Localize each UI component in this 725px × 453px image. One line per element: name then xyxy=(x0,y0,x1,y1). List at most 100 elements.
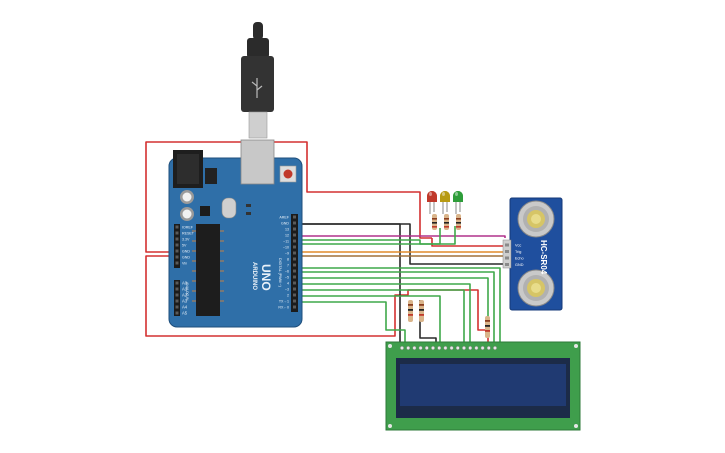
lcd-resistors xyxy=(408,300,490,338)
digital-pin[interactable] xyxy=(293,251,296,255)
lcd-wire-3[interactable] xyxy=(300,277,489,330)
digital-pin[interactable] xyxy=(293,239,296,243)
power-pin[interactable] xyxy=(175,255,179,259)
digital-pin[interactable] xyxy=(293,299,296,303)
led-wire-magenta[interactable] xyxy=(300,235,506,238)
digital-header[interactable] xyxy=(291,214,298,312)
digital-pin-label: ~5 xyxy=(285,275,289,279)
sensor-transducer-top xyxy=(517,200,555,238)
reset-button[interactable] xyxy=(279,165,297,183)
lcd-pin[interactable] xyxy=(418,346,423,350)
digital-pin[interactable] xyxy=(293,275,296,279)
sensor-pin[interactable] xyxy=(505,243,509,247)
lcd-pin[interactable] xyxy=(474,346,479,350)
digital-pin-label: ~10 xyxy=(283,245,289,249)
analog-pin[interactable] xyxy=(175,281,179,285)
analog-header[interactable] xyxy=(174,280,180,316)
digital-pin-label: 13 xyxy=(285,227,289,231)
digital-pin[interactable] xyxy=(293,263,296,267)
led[interactable] xyxy=(440,191,450,214)
power-pin[interactable] xyxy=(175,261,179,265)
sensor-header[interactable] xyxy=(502,239,512,269)
led[interactable] xyxy=(453,191,463,214)
power-pin[interactable] xyxy=(175,249,179,253)
lcd-pin[interactable] xyxy=(455,346,460,350)
power-pin[interactable] xyxy=(175,237,179,241)
led[interactable] xyxy=(427,191,437,214)
lcd-pin[interactable] xyxy=(424,346,429,350)
lcd-pin[interactable] xyxy=(412,346,417,350)
lcd-resistor-3[interactable] xyxy=(485,316,490,338)
lcd-pin[interactable] xyxy=(449,346,454,350)
digital-pin[interactable] xyxy=(293,227,296,231)
power-pin[interactable] xyxy=(175,225,179,229)
lcd-pin[interactable] xyxy=(462,346,466,350)
digital-pin[interactable] xyxy=(293,305,296,309)
power-pin-label: Vin xyxy=(182,261,187,265)
lcd-pin[interactable] xyxy=(431,346,435,350)
digital-pin-label: RX←0 xyxy=(278,305,289,309)
lcd-wire-1[interactable] xyxy=(300,267,501,348)
lcd-pin[interactable] xyxy=(400,346,404,350)
digital-pin[interactable] xyxy=(293,281,296,285)
lcd-pin[interactable] xyxy=(443,346,448,350)
power-wire-top[interactable] xyxy=(145,141,432,253)
lcd-pin[interactable] xyxy=(406,346,411,350)
lcd-pin[interactable] xyxy=(437,346,442,350)
power-pin-label: 3.3V xyxy=(182,237,190,241)
lcd-display[interactable] xyxy=(385,341,581,431)
sensor-vcc-wire-2[interactable] xyxy=(431,238,505,247)
lcd-resistor-2[interactable] xyxy=(419,300,424,322)
usb-port xyxy=(240,139,275,185)
lcd-pin[interactable] xyxy=(480,346,485,350)
power-wire-bottom[interactable] xyxy=(145,255,396,337)
digital-pin[interactable] xyxy=(293,221,296,225)
sensor-name: HC-SR04 xyxy=(539,240,548,275)
digital-pin[interactable] xyxy=(293,257,296,261)
lcd-pin[interactable] xyxy=(493,346,497,350)
digital-pin-label: 8 xyxy=(287,257,289,261)
sensor-transducer-bottom xyxy=(517,269,555,307)
lcd-pin[interactable] xyxy=(468,346,473,350)
sensor-pin[interactable] xyxy=(505,256,509,260)
board-brand: ARDUINO xyxy=(251,262,257,290)
analog-pin[interactable] xyxy=(175,305,179,309)
arduino-uno-board[interactable]: ARDUINO UNO DIGITAL (PWM ~) ANALOG IN IO… xyxy=(168,139,303,328)
analog-pin-label: A3 xyxy=(182,299,188,304)
digital-pin[interactable] xyxy=(293,215,296,219)
digital-pin[interactable] xyxy=(293,233,296,237)
analog-pin[interactable] xyxy=(175,299,179,303)
lcd-resistor-1[interactable] xyxy=(408,300,413,322)
digital-pin[interactable] xyxy=(293,287,296,291)
lcd-pin[interactable] xyxy=(486,346,491,350)
power-pin[interactable] xyxy=(175,243,179,247)
lcd-wire-5[interactable] xyxy=(300,289,465,348)
led-resistor-1[interactable] xyxy=(432,214,437,230)
sensor-pin[interactable] xyxy=(505,263,509,266)
lcd-wire-2[interactable] xyxy=(300,271,495,348)
digital-pin[interactable] xyxy=(293,245,296,249)
analog-pin-label: A0 xyxy=(182,281,188,286)
lcd-wire-4[interactable] xyxy=(300,283,471,348)
led-resistor-3[interactable] xyxy=(456,214,461,230)
analog-pin[interactable] xyxy=(175,293,179,297)
analog-pin[interactable] xyxy=(175,287,179,291)
led-resistor-2[interactable] xyxy=(444,214,449,230)
analog-pin[interactable] xyxy=(175,311,179,315)
digital-pin[interactable] xyxy=(293,293,296,297)
ground-wire-1[interactable] xyxy=(300,223,401,348)
led-wire-green-2[interactable] xyxy=(300,226,456,245)
digital-pin[interactable] xyxy=(293,269,296,273)
power-pin-label: GND xyxy=(182,249,190,253)
lcd-pin-header[interactable] xyxy=(400,346,497,350)
lcd-wire-6[interactable] xyxy=(300,295,441,348)
lcd-wire-7[interactable] xyxy=(300,301,406,348)
power-pin[interactable] xyxy=(175,231,179,235)
sensor-pin[interactable] xyxy=(505,250,509,253)
usb-cable[interactable] xyxy=(241,22,274,139)
